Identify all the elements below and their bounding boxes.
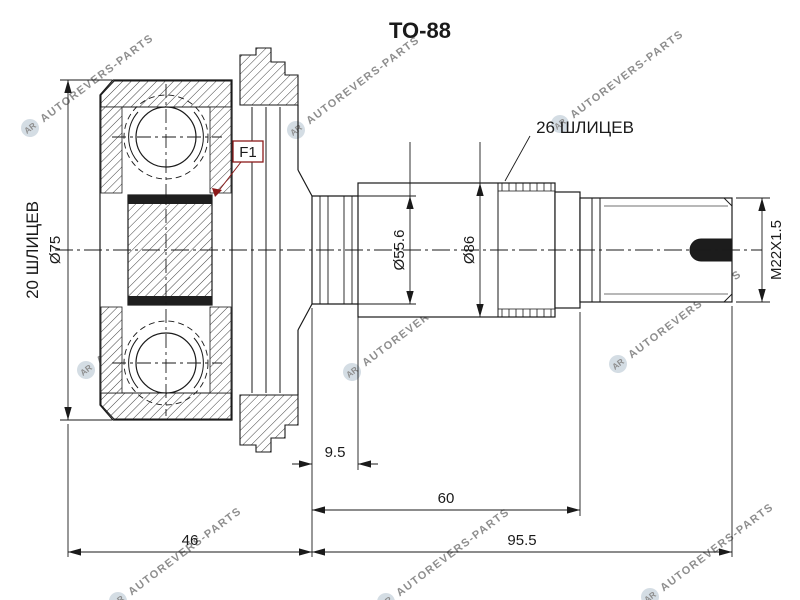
race-groove-arcs [128,111,204,163]
dim-value-shaft-length: 95.5 [507,532,536,549]
dim-thread [736,197,770,303]
f1-leader-arrow [212,188,222,197]
cup-bottom-wall-hatch [100,392,232,420]
race-groove-arcs [128,337,204,389]
dim-cup-outer [60,79,112,421]
dim-value-cup-depth: 46 [182,532,199,549]
spline-ticks-top [501,183,552,191]
shaft-taper [297,169,313,331]
page-title: TO-88 [389,18,451,43]
watermark [637,497,778,600]
cup-left-wall-upper-hatch [100,106,123,194]
inner-race-hub [127,194,213,306]
label-inner-splines: 20 ШЛИЦЕВ [23,201,42,299]
flange-rim-top [239,47,299,106]
dim-label-cup-outer: Ø75 [47,236,64,264]
spline-minor-lines [498,190,555,310]
hub-spline-band-top [128,195,212,204]
label-outer-splines: 26 ШЛИЦЕВ [536,118,634,137]
outer-splines-leader [504,135,531,182]
cotter-slot [689,238,733,262]
thread-minor-lines [604,205,728,295]
dim-boot-groove [358,142,416,305]
annotation-text: TO-88 26 ШЛИЦЕВ 20 ШЛИЦЕВ Ø75 Ø55.6 Ø86 … [23,18,785,549]
cup-right-wall-upper-hatch [209,106,232,194]
cup-right-wall-lower-hatch [209,306,232,394]
f1-label: F1 [239,144,257,161]
hub-spline-band-bottom [128,296,212,305]
f1-box [232,140,264,163]
back-flange [239,47,313,453]
f1-leader [216,161,242,194]
watermark [105,501,246,600]
flange-rim-bottom [239,394,299,453]
dimension-annotations [60,79,770,557]
cup-left-wall-lower-hatch [100,306,123,394]
watermark [373,502,514,600]
dim-label-body: Ø86 [461,236,478,264]
f1-callout: F1 [212,140,264,197]
watermark [283,30,424,143]
hub-body [127,194,213,306]
dim-value-spline-length: 60 [438,490,455,507]
stub-chamfer [723,197,733,303]
dim-label-thread: M22X1.5 [768,220,785,280]
dim-label-boot-groove: Ø55.6 [391,230,408,271]
spline-ticks-bottom [501,309,552,317]
dim-value-groove-width: 9.5 [325,444,346,461]
